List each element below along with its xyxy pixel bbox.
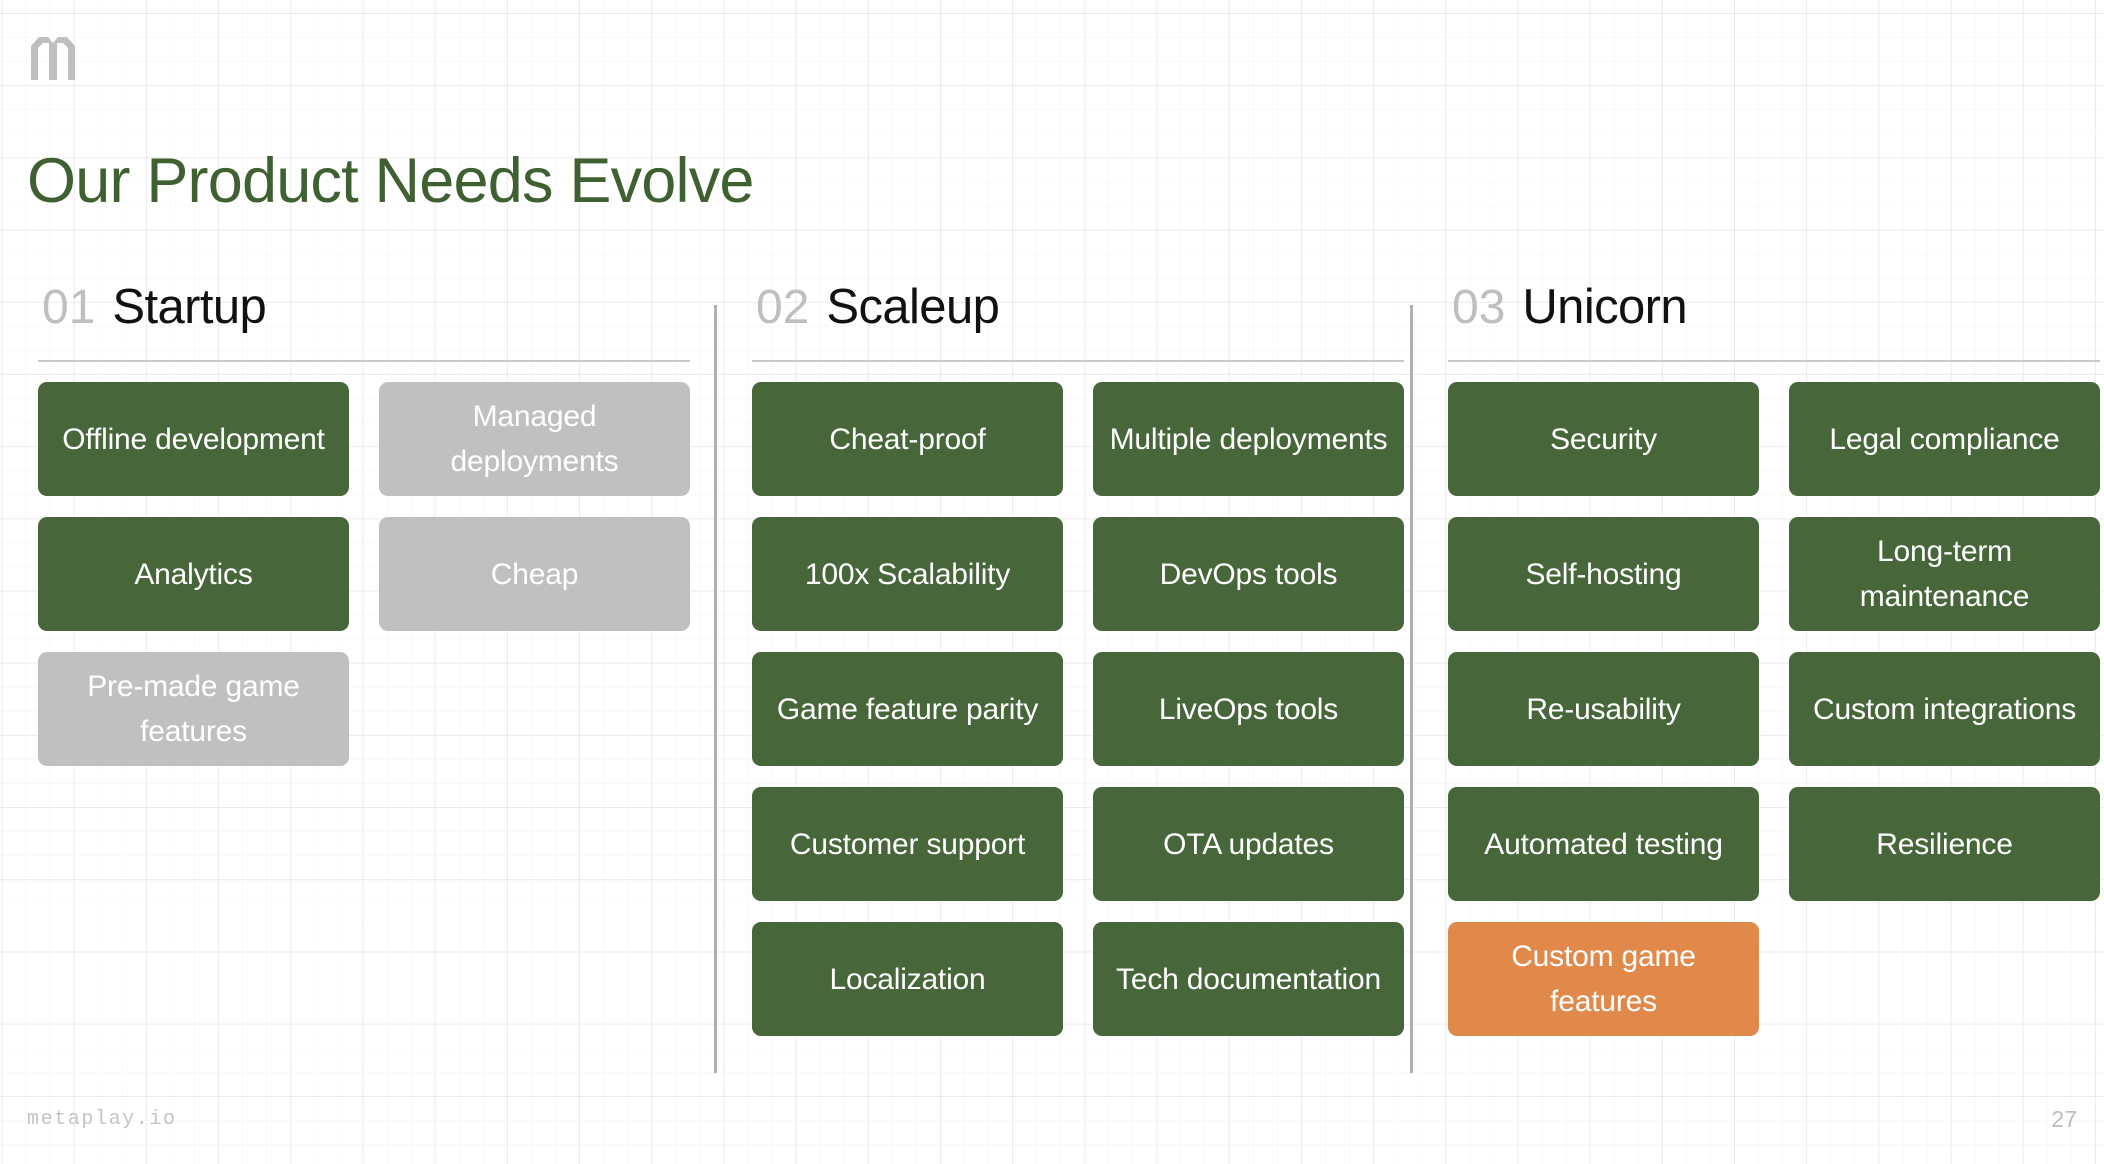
feature-card-highlighted[interactable]: Custom game features (1448, 922, 1759, 1036)
column-title: Startup (112, 280, 267, 334)
feature-card[interactable]: Automated testing (1448, 787, 1759, 901)
page-title: Our Product Needs Evolve (27, 146, 754, 216)
stage-columns: 01 Startup Offline development Managed d… (0, 283, 2104, 1083)
column-number: 01 (42, 281, 96, 334)
feature-card[interactable]: Customer support (752, 787, 1063, 901)
feature-card[interactable]: Tech documentation (1093, 922, 1404, 1036)
feature-card[interactable]: Resilience (1789, 787, 2100, 901)
column-rule (38, 360, 690, 362)
card-grid-unicorn: Security Legal compliance Self-hosting L… (1448, 382, 2100, 1036)
feature-card[interactable]: Legal compliance (1789, 382, 2100, 496)
column-rule (752, 360, 1404, 362)
feature-card[interactable]: Security (1448, 382, 1759, 496)
feature-card[interactable]: Managed deployments (379, 382, 690, 496)
column-header-startup: 01 Startup (38, 283, 690, 345)
column-number: 02 (756, 281, 810, 334)
feature-card[interactable]: Cheap (379, 517, 690, 631)
feature-card[interactable]: Self-hosting (1448, 517, 1759, 631)
feature-card[interactable]: LiveOps tools (1093, 652, 1404, 766)
feature-card[interactable]: Offline development (38, 382, 349, 496)
feature-card[interactable]: Multiple deployments (1093, 382, 1404, 496)
column-unicorn: 03 Unicorn Security Legal compliance Sel… (1448, 283, 2100, 1083)
feature-card-placeholder (379, 652, 690, 766)
column-divider-1 (714, 305, 717, 1073)
metaplay-m-logo-icon (27, 33, 79, 81)
column-startup: 01 Startup Offline development Managed d… (38, 283, 690, 1083)
column-number: 03 (1452, 281, 1506, 334)
column-divider-2 (1410, 305, 1413, 1073)
feature-card[interactable]: DevOps tools (1093, 517, 1404, 631)
feature-card[interactable]: Cheat-proof (752, 382, 1063, 496)
feature-card[interactable]: Localization (752, 922, 1063, 1036)
page-number: 27 (2051, 1106, 2077, 1132)
card-grid-startup: Offline development Managed deployments … (38, 382, 690, 766)
column-title: Scaleup (826, 280, 1000, 334)
feature-card[interactable]: Custom integrations (1789, 652, 2100, 766)
column-rule (1448, 360, 2100, 362)
card-grid-scaleup: Cheat-proof Multiple deployments 100x Sc… (752, 382, 1404, 1036)
feature-card[interactable]: Long-term maintenance (1789, 517, 2100, 631)
feature-card-placeholder (1789, 922, 2100, 1036)
column-header-unicorn: 03 Unicorn (1448, 283, 2100, 345)
feature-card[interactable]: Analytics (38, 517, 349, 631)
column-scaleup: 02 Scaleup Cheat-proof Multiple deployme… (752, 283, 1404, 1083)
column-header-scaleup: 02 Scaleup (752, 283, 1404, 345)
feature-card[interactable]: OTA updates (1093, 787, 1404, 901)
feature-card[interactable]: Pre-made game features (38, 652, 349, 766)
footer-brand[interactable]: metaplay.io (27, 1108, 177, 1131)
feature-card[interactable]: 100x Scalability (752, 517, 1063, 631)
feature-card[interactable]: Re-usability (1448, 652, 1759, 766)
feature-card[interactable]: Game feature parity (752, 652, 1063, 766)
column-title: Unicorn (1522, 280, 1688, 334)
